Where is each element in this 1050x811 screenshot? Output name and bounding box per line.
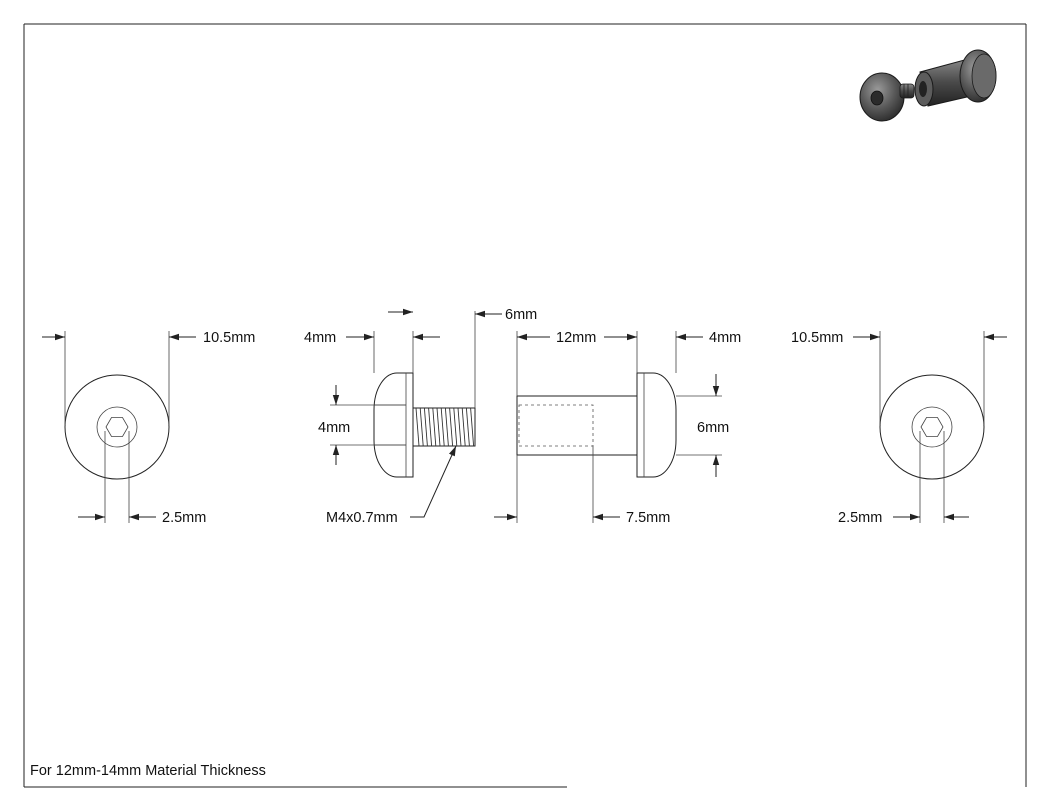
right-hex-dim: 2.5mm <box>838 510 882 526</box>
thread-line <box>419 407 424 447</box>
thread-line <box>415 407 420 447</box>
barrel-bore-depth-dim: 7.5mm <box>626 510 670 526</box>
left-end-view <box>42 331 196 523</box>
thread-line <box>457 407 462 447</box>
thread-line <box>440 407 445 447</box>
thread-line <box>444 407 449 447</box>
sheet-border <box>23 23 1027 788</box>
right-diameter-dim: 10.5mm <box>791 330 843 346</box>
barrel-nut-and-screw-3d-icon <box>859 49 997 122</box>
screw-thread-callout: M4x0.7mm <box>326 510 398 526</box>
barrel-head-length-dim: 4mm <box>709 330 741 346</box>
thread-line <box>449 407 454 447</box>
thread-line <box>432 407 437 447</box>
screw-side-view <box>330 308 502 518</box>
thread-line <box>465 407 470 447</box>
barrel-diameter-dim: 6mm <box>697 420 729 436</box>
material-thickness-caption: For 12mm-14mm Material Thickness <box>30 763 266 779</box>
thread-line <box>428 407 433 447</box>
left-diameter-dim: 10.5mm <box>203 330 255 346</box>
screw-head-length-dim: 4mm <box>304 330 336 346</box>
barrel-length-dim: 12mm <box>556 330 596 346</box>
screw-head-height-dim: 4mm <box>318 420 350 436</box>
thread-line <box>436 407 441 447</box>
right-end-view <box>853 331 1007 523</box>
barrel-side-view <box>494 331 722 523</box>
thread-line <box>423 407 428 447</box>
screw-thread-length-dim: 6mm <box>505 307 537 323</box>
left-hex-dim: 2.5mm <box>162 510 206 526</box>
thread-line <box>453 407 458 447</box>
thread-line <box>461 407 466 447</box>
thread-line <box>470 407 475 447</box>
